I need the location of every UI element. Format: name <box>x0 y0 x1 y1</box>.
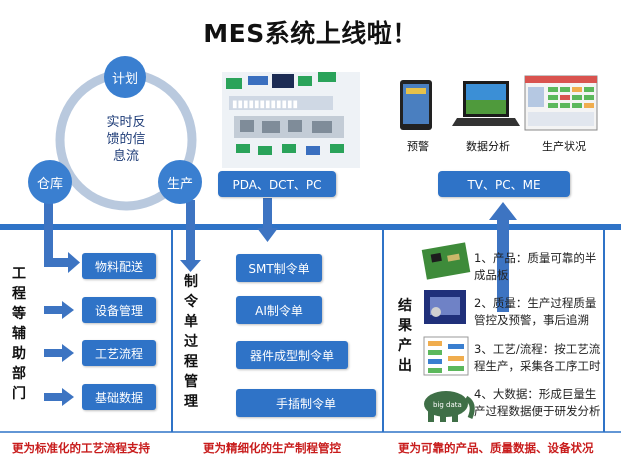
status-label: 生产状况 <box>542 140 586 153</box>
cycle-node-plan: 计划 <box>104 56 146 98</box>
factory-network-image: ▮▮▮▮▮▮▮▮▮▮▮▮ <box>222 72 360 168</box>
pda-flow-arrow <box>257 198 278 242</box>
footer-middle-text: 更为精细化的生产制程管控 <box>203 441 341 455</box>
status-screen-image <box>524 75 598 131</box>
result-bigdata-line1: 4、大数据：形成巨量生 <box>474 387 597 401</box>
left-item-arrows <box>44 301 74 406</box>
circuit-board-image <box>421 242 471 280</box>
page-title: MES系统上线啦！ <box>203 19 418 48</box>
quality-image <box>424 290 466 324</box>
pda-devices-box: PDA、DCT、PC <box>218 171 336 197</box>
component-forming-order-box: 器件成型制令单 <box>236 341 348 369</box>
material-delivery-box: 物料配送 <box>82 253 156 279</box>
process-flow-image <box>423 336 469 376</box>
footer-left-text: 更为标准化的工艺流程支持 <box>12 441 150 455</box>
result-item-bigdata: 4、大数据：形成巨量生 产过程数据便于研发分析 <box>474 386 606 420</box>
svg-text:big data: big data <box>433 401 462 409</box>
footer-right-text: 更为可靠的产品、质量数据、设备状况 <box>398 441 594 455</box>
output-flow-arrow <box>489 202 517 312</box>
production-flow-arrow <box>180 200 201 272</box>
result-item-quality: 2、质量：生产过程质量 管控及预警，事后追溯 <box>474 295 604 329</box>
base-data-box: 基础数据 <box>82 384 156 410</box>
result-item-process: 3、工艺/流程：按工艺流 程生产，采集各工序工时 <box>474 341 606 375</box>
cycle-center-text: 实时反 馈的信 息流 <box>106 115 146 164</box>
warehouse-flow-arrow <box>44 200 80 273</box>
result-product-line1: 1、产品：质量可靠的半 <box>474 251 597 265</box>
left-panel-heading: 工 程 等 辅 助 部 门 <box>12 266 26 402</box>
result-process-line2: 程生产，采集各工序工时 <box>474 359 601 373</box>
alert-label: 预警 <box>407 140 429 153</box>
result-product-line2: 成品板 <box>474 268 509 282</box>
ai-order-box: AI制令单 <box>236 296 322 324</box>
equipment-management-box: 设备管理 <box>82 297 156 323</box>
right-panel-heading: 结 果 产 出 <box>398 298 412 374</box>
analysis-label: 数据分析 <box>466 140 510 153</box>
tablet-image <box>400 80 432 130</box>
laptop-image <box>452 81 520 126</box>
cycle-node-warehouse: 仓库 <box>28 160 72 204</box>
separator-bar <box>0 224 621 230</box>
smt-order-box: SMT制令单 <box>236 254 322 282</box>
middle-panel-heading: 制 令 单 过 程 管 理 <box>184 274 198 410</box>
big-data-elephant-image: big data <box>424 391 475 422</box>
result-bigdata-line2: 产过程数据便于研发分析 <box>474 404 601 418</box>
process-flow-box: 工艺流程 <box>82 340 156 366</box>
display-devices-box: TV、PC、ME <box>438 171 570 197</box>
svg-text:▮▮▮▮▮▮▮▮▮▮▮▮: ▮▮▮▮▮▮▮▮▮▮▮▮ <box>232 99 298 110</box>
cycle-node-production: 生产 <box>158 160 202 204</box>
result-item-product: 1、产品：质量可靠的半 成品板 <box>474 250 604 284</box>
manual-insertion-order-box: 手插制令单 <box>236 389 376 417</box>
result-quality-line2: 管控及预警，事后追溯 <box>474 313 589 327</box>
result-quality-line1: 2、质量：生产过程质量 <box>474 296 597 310</box>
result-process-line1: 3、工艺/流程：按工艺流 <box>474 342 601 356</box>
